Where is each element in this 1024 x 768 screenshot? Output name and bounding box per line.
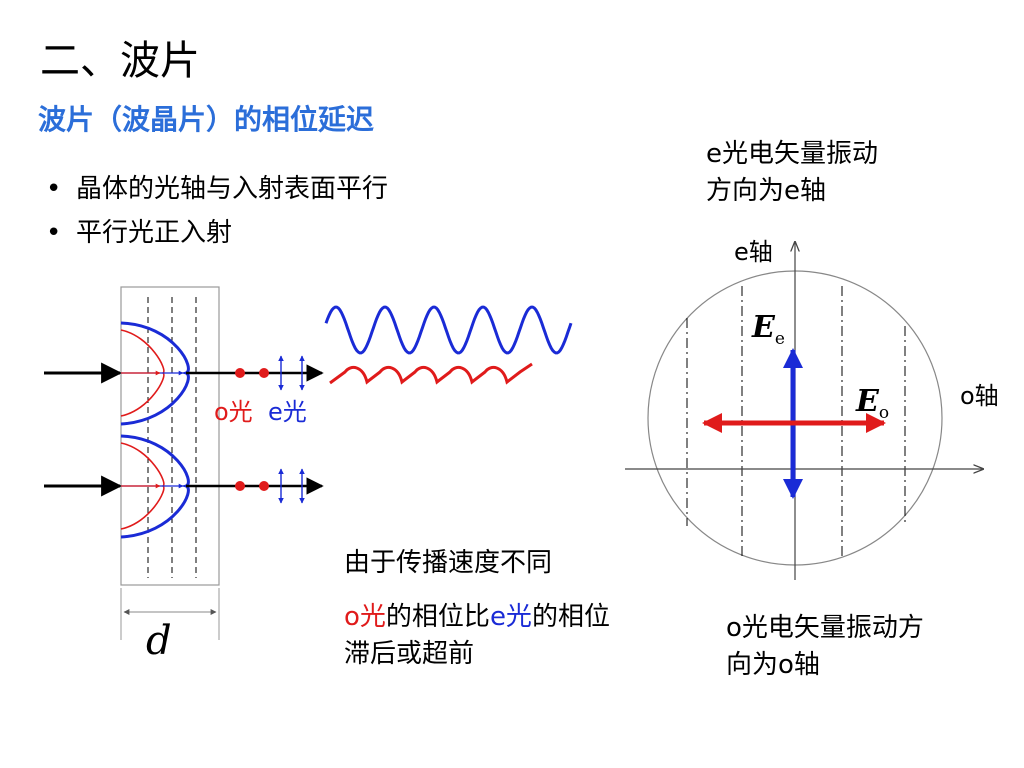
e-light-label: e光 [267, 398, 307, 426]
e-axis-label: e轴 [734, 238, 773, 266]
bullet-text: 晶体的光轴与入射表面平行 [76, 174, 389, 204]
explanation-line-1: 由于传播速度不同 [344, 548, 553, 578]
o-vector-note: o光电矢量振动方 向为o轴 [726, 613, 924, 680]
o-axis-label: o轴 [960, 382, 999, 410]
light-labels: o光 e光 [214, 392, 307, 427]
o-polarization-dot [259, 368, 269, 378]
page-subtitle: 波片（波晶片）的相位延迟 [38, 103, 375, 136]
o-light-inline: o光 [344, 602, 386, 632]
o-polarization-dot [235, 481, 245, 491]
Eo-label: Eo [856, 384, 890, 423]
bullet-text: 平行光正入射 [76, 218, 233, 248]
o-light-label: o光 [214, 398, 253, 426]
o-polarization-dot [259, 481, 269, 491]
crystal-plate [120, 286, 220, 586]
bullet-dot-icon: • [46, 174, 62, 204]
bullet-item: • 平行光正入射 [46, 212, 232, 249]
Ee-label: Ee [752, 310, 785, 349]
e-wave [324, 305, 573, 355]
bullet-item: • 晶体的光轴与入射表面平行 [46, 168, 388, 205]
explanation-line-2: o光的相位比e光的相位 [344, 602, 610, 632]
bullet-dot-icon: • [46, 218, 62, 248]
o-wave [329, 362, 533, 385]
page-title: 二、波片 [40, 38, 200, 84]
explanation-line-3: 滞后或超前 [344, 639, 475, 669]
o-polarization-dot [235, 368, 245, 378]
e-vector-note: e光电矢量振动 方向为e轴 [706, 139, 878, 206]
thickness-label: d [146, 618, 172, 664]
e-light-inline: e光 [489, 602, 532, 632]
